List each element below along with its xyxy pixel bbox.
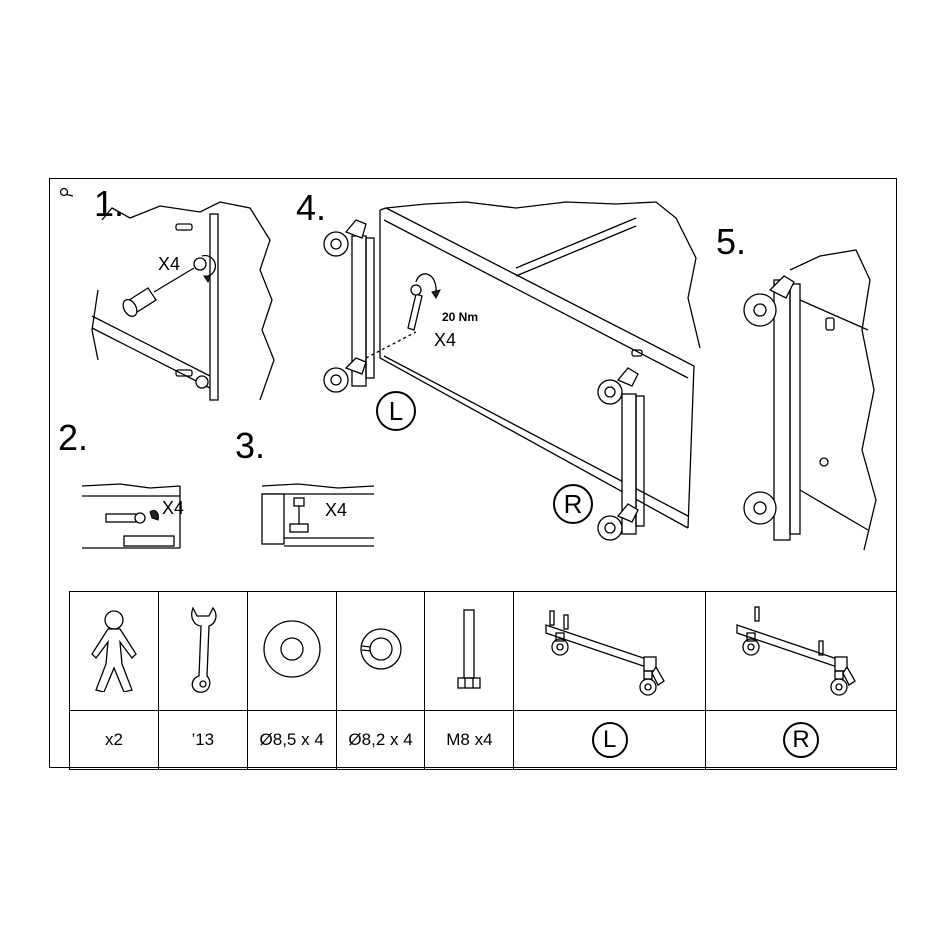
step-2-label: 2. (58, 417, 89, 458)
castor-rail-right-icon (736, 605, 856, 696)
step-4-illustration (323, 201, 701, 541)
step-1-label: 1. (94, 183, 125, 224)
spring-washer-icon (359, 627, 402, 670)
parts-label-washer: Ø8,5 x 4 (246, 710, 337, 770)
left-side-marker: L (376, 391, 416, 431)
person-icon (91, 609, 137, 693)
wrench-icon (190, 605, 217, 693)
right-side-marker: R (553, 484, 593, 524)
step-2-quantity: X4 (162, 498, 185, 518)
step-4-label: 4. (296, 187, 327, 228)
step-3-quantity: X4 (325, 500, 348, 520)
parts-table: x2 ’13 Ø8,5 x 4 Ø8,2 x 4 M8 x4 L R (69, 591, 897, 770)
castor-rail-left-icon (545, 609, 665, 696)
parts-cell-spring-washer (335, 591, 426, 711)
parts-label-right: R (705, 710, 897, 770)
step-3-illustration (261, 483, 375, 547)
magnifier-icon (59, 187, 74, 197)
parts-cell-washer (246, 591, 337, 711)
step-5-illustration (743, 249, 877, 551)
parts-cell-castor-rail-left (513, 591, 707, 711)
step-4-torque: 20 Nm (442, 310, 479, 324)
parts-label-bolt: M8 x4 (424, 710, 515, 770)
parts-label-left: L (513, 710, 707, 770)
left-marker-badge: L (591, 722, 628, 758)
step-3-label: 3. (235, 425, 266, 466)
step-5-label: 5. (716, 221, 747, 262)
bolt-icon (457, 608, 482, 689)
step-1-illustration (91, 201, 275, 401)
step-2-illustration (81, 483, 181, 549)
step-4-quantity: X4 (434, 330, 457, 350)
parts-cell-castor-rail-right (705, 591, 897, 711)
parts-cell-bolt (424, 591, 515, 711)
step-1-quantity: X4 (158, 254, 181, 274)
parts-label-spring-washer: Ø8,2 x 4 (335, 710, 426, 770)
parts-label-wrench: ’13 (157, 710, 248, 770)
parts-cell-wrench (157, 591, 248, 711)
right-marker-badge: R (783, 722, 820, 758)
washer-icon (263, 619, 321, 678)
parts-cell-person (69, 591, 159, 711)
parts-label-person: x2 (69, 710, 159, 770)
